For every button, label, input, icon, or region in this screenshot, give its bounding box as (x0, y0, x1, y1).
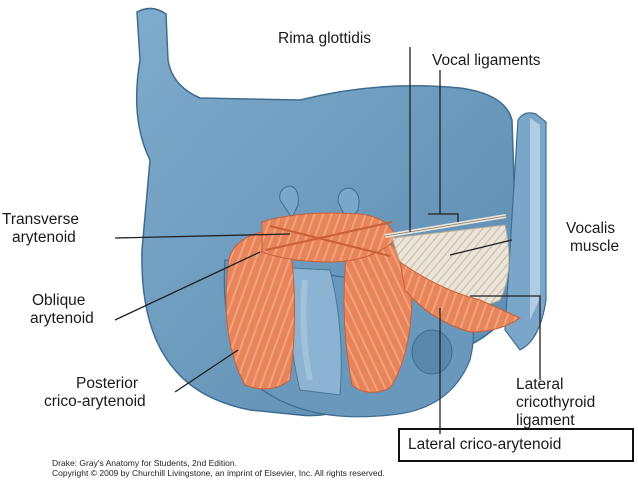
vocal-ligament-edge (384, 215, 507, 237)
label-posterior-crico-arytenoid-line2: crico-arytenoid (44, 393, 146, 410)
label-lateral-crico-arytenoid: Lateral crico-arytenoid (408, 436, 562, 453)
label-vocal-ligaments: Vocal ligaments (432, 52, 541, 69)
label-oblique-arytenoid-line2: arytenoid (30, 310, 94, 327)
leader-posterior-crico-arytenoid (174, 349, 239, 393)
label-transverse-arytenoid-line2: arytenoid (12, 229, 76, 246)
leader-lateral-cricothyroid-ligament (470, 295, 541, 380)
label-oblique-arytenoid-line1: Oblique (32, 292, 86, 309)
label-vocalis-muscle-line2: muscle (570, 238, 620, 255)
label-lateral-cricothyroid-ligament-line2: cricothyroid (516, 394, 596, 411)
highlight-box (398, 428, 634, 462)
label-vocalis-muscle-line1: Vocalis (566, 220, 616, 237)
lateral-crico-arytenoid-muscle (399, 260, 522, 333)
copyright-credit: Drake: Gray's Anatomy for Students, 2nd … (52, 458, 385, 478)
leader-vocalis-muscle (449, 239, 513, 256)
leader-lines (114, 47, 541, 434)
transverse-arytenoid-muscle (261, 212, 397, 263)
label-posterior-crico-arytenoid-line1: Posterior (76, 375, 139, 392)
leader-transverse-arytenoid (114, 233, 291, 239)
label-lateral-cricothyroid-ligament-line1: Lateral (516, 376, 564, 393)
leader-oblique-arytenoid (114, 251, 261, 321)
label-lateral-cricothyroid-ligament-line3: ligament (516, 412, 575, 429)
label-rima-glottidis: Rima glottidis (278, 30, 372, 47)
credit-line2: Copyright © 2009 by Churchill Livingston… (52, 468, 385, 478)
credit-line1: Drake: Gray's Anatomy for Students, 2nd … (52, 458, 237, 468)
leader-vocal-ligaments-bracket (428, 213, 459, 222)
label-transverse-arytenoid-line1: Transverse (2, 211, 79, 228)
